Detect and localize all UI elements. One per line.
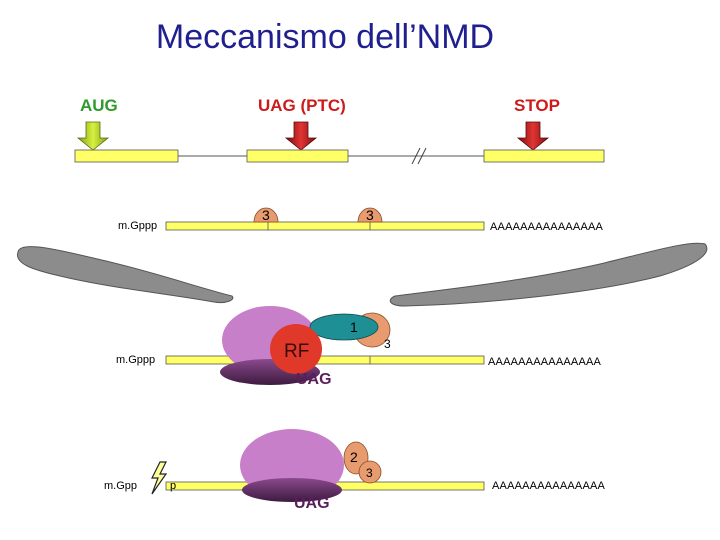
codon-label: UAG (294, 495, 330, 512)
mrna-row-4 (151, 429, 485, 502)
aug-label: AUG (80, 96, 118, 115)
cap-label: m.Gppp (118, 220, 158, 232)
codon-label: UAG (296, 371, 332, 388)
ejc-label: 3 (366, 207, 374, 223)
gene-structure (74, 121, 605, 165)
ptc-arrow-icon (284, 121, 318, 151)
membrane-left (17, 246, 234, 303)
polya-tail: AAAAAAAAAAAAAAA (490, 221, 604, 233)
exon-2 (246, 149, 349, 163)
stop-arrow-icon (516, 121, 550, 151)
break-mark-icon (411, 147, 427, 165)
stop-label: STOP (514, 96, 560, 115)
polya-tail: AAAAAAAAAAAAAAA (492, 480, 606, 492)
upf1-icon (309, 313, 379, 341)
rf-label: RF (284, 341, 309, 362)
aug-arrow-icon (76, 121, 110, 151)
mrna-row-2 (165, 207, 485, 231)
ejc-icon (357, 207, 383, 223)
ejc-label: 3 (366, 466, 373, 480)
ejc-icon (358, 460, 382, 484)
upf1-label: 1 (350, 319, 358, 335)
mrna-row-3 (165, 306, 485, 385)
exon-3 (483, 149, 605, 163)
exon-1 (74, 149, 179, 163)
mrna-strand-2 (165, 221, 485, 231)
ejc-label: 3 (262, 207, 270, 223)
cap-label: p (170, 480, 177, 492)
page-title: Meccanismo dell’NMD (155, 18, 495, 56)
ejc-label: 3 (384, 337, 391, 351)
mrna-strand-3 (165, 355, 485, 365)
upf2-label: 2 (350, 449, 358, 465)
release-factor-icon (270, 324, 322, 374)
polya-tail: AAAAAAAAAAAAAAA (488, 356, 602, 368)
ptc-label: UAG (PTC) (258, 96, 346, 115)
cap-label: m.Gpp (104, 480, 138, 492)
ejc-icon (253, 207, 279, 223)
membrane-right (389, 242, 708, 307)
ribosome-small-subunit (242, 478, 342, 502)
cap-label: m.Gppp (116, 354, 156, 366)
decapping-lightning-icon (151, 461, 168, 495)
